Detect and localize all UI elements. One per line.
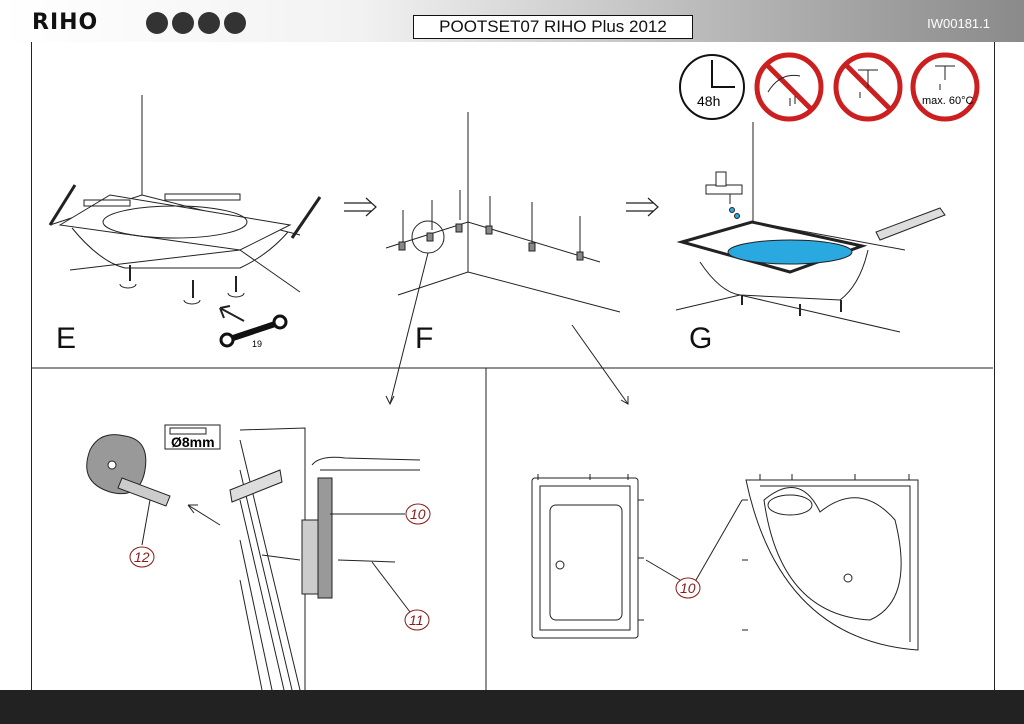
step-e-label: E bbox=[56, 322, 77, 355]
step-f-illustration bbox=[385, 112, 629, 406]
document-title: POOTSET07 RIHO Plus 2012 bbox=[413, 15, 693, 39]
anchor-detail bbox=[86, 424, 421, 691]
drill-size: Ø8mm bbox=[171, 434, 215, 450]
face-mask-icon bbox=[198, 12, 220, 34]
header-bar: RIHO POOTSET07 RIHO Plus 2012 IW00181.1 bbox=[0, 0, 1024, 42]
cure-time: 48h bbox=[697, 93, 720, 109]
wrench-icon bbox=[219, 314, 288, 348]
step-arrow-e-f bbox=[344, 197, 377, 217]
part-number-11: 11 bbox=[409, 612, 424, 628]
no-shower-icon bbox=[754, 52, 824, 122]
step-e-illustration bbox=[48, 95, 322, 322]
helmet-icon bbox=[224, 12, 246, 34]
instruction-frame bbox=[31, 42, 995, 690]
part-number-10-plan: 10 bbox=[680, 580, 696, 596]
brand-logo: RIHO bbox=[32, 10, 99, 35]
part-number-12: 12 bbox=[134, 549, 150, 565]
tap-icon bbox=[705, 171, 743, 219]
footer-bar bbox=[0, 690, 1024, 724]
part-number-10: 10 bbox=[410, 506, 426, 522]
step-arrow-f-g bbox=[626, 197, 659, 217]
wrench-size: 19 bbox=[252, 339, 262, 349]
max-temperature-icon bbox=[910, 52, 980, 122]
warm-tap-glyph bbox=[935, 65, 955, 90]
safety-boots-icon bbox=[146, 12, 168, 34]
part-number-markers bbox=[129, 503, 701, 631]
water-fill bbox=[727, 239, 853, 265]
document-code: IW00181.1 bbox=[927, 16, 990, 31]
shower-glyph bbox=[767, 74, 801, 106]
clock-icon bbox=[679, 54, 745, 120]
max-temp-label: max. 60°C bbox=[922, 95, 974, 107]
step-g-label: G bbox=[689, 322, 713, 355]
tap-glyph bbox=[858, 69, 878, 98]
gloves-icon bbox=[172, 12, 194, 34]
plan-views bbox=[531, 474, 919, 651]
step-f-label: F bbox=[415, 322, 434, 355]
step-g-illustration bbox=[675, 122, 946, 333]
